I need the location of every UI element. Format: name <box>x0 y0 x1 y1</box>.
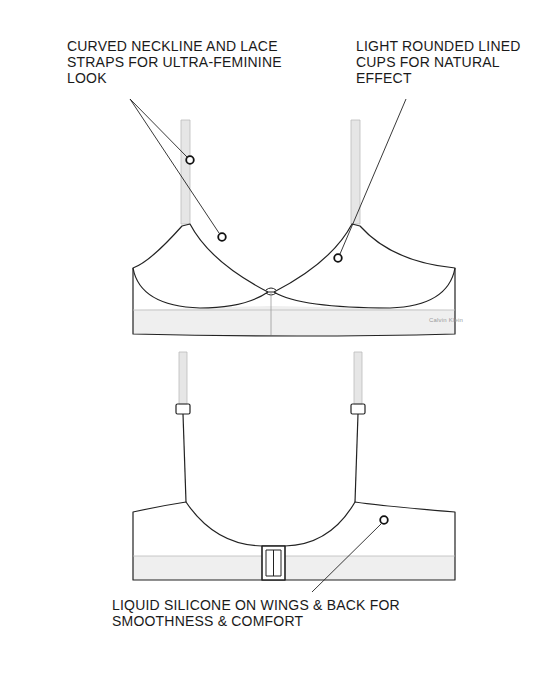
band-line <box>133 556 455 557</box>
strap-adjuster <box>176 404 190 414</box>
leader-line <box>130 99 187 157</box>
leader-line <box>130 99 219 233</box>
callout-dot <box>334 254 342 262</box>
strap <box>355 414 358 502</box>
leader-line <box>312 524 381 592</box>
cup-seam <box>133 268 268 308</box>
band-line <box>133 310 455 311</box>
hook-closure <box>266 550 281 576</box>
centre-gore <box>271 293 272 335</box>
callout-dot <box>380 516 388 524</box>
lace-strap <box>179 352 187 404</box>
callout-dot <box>186 156 194 164</box>
bra-front-outline <box>133 224 455 336</box>
strap-adjuster <box>351 404 365 414</box>
lace-strap <box>181 120 190 224</box>
lace-strap <box>351 120 360 224</box>
callout-text: CURVED NECKLINE AND LACE STRAPS FOR ULTR… <box>67 38 282 86</box>
brand-logo: Calvin Klein <box>429 317 469 324</box>
back-band-panel <box>133 556 455 580</box>
strap <box>183 414 186 502</box>
bra-back-outline <box>133 502 455 580</box>
lace-strap <box>354 352 362 404</box>
callout-text: LIGHT ROUNDED LINED CUPS FOR NATURAL EFF… <box>356 38 521 86</box>
cup-seam <box>274 268 455 308</box>
hook-closure <box>262 546 285 580</box>
callout-text: LIQUID SILICONE ON WINGS & BACK FOR SMOO… <box>112 597 482 629</box>
hook-closure <box>273 550 274 576</box>
leader-line <box>340 99 406 254</box>
callout-dot <box>218 233 226 241</box>
